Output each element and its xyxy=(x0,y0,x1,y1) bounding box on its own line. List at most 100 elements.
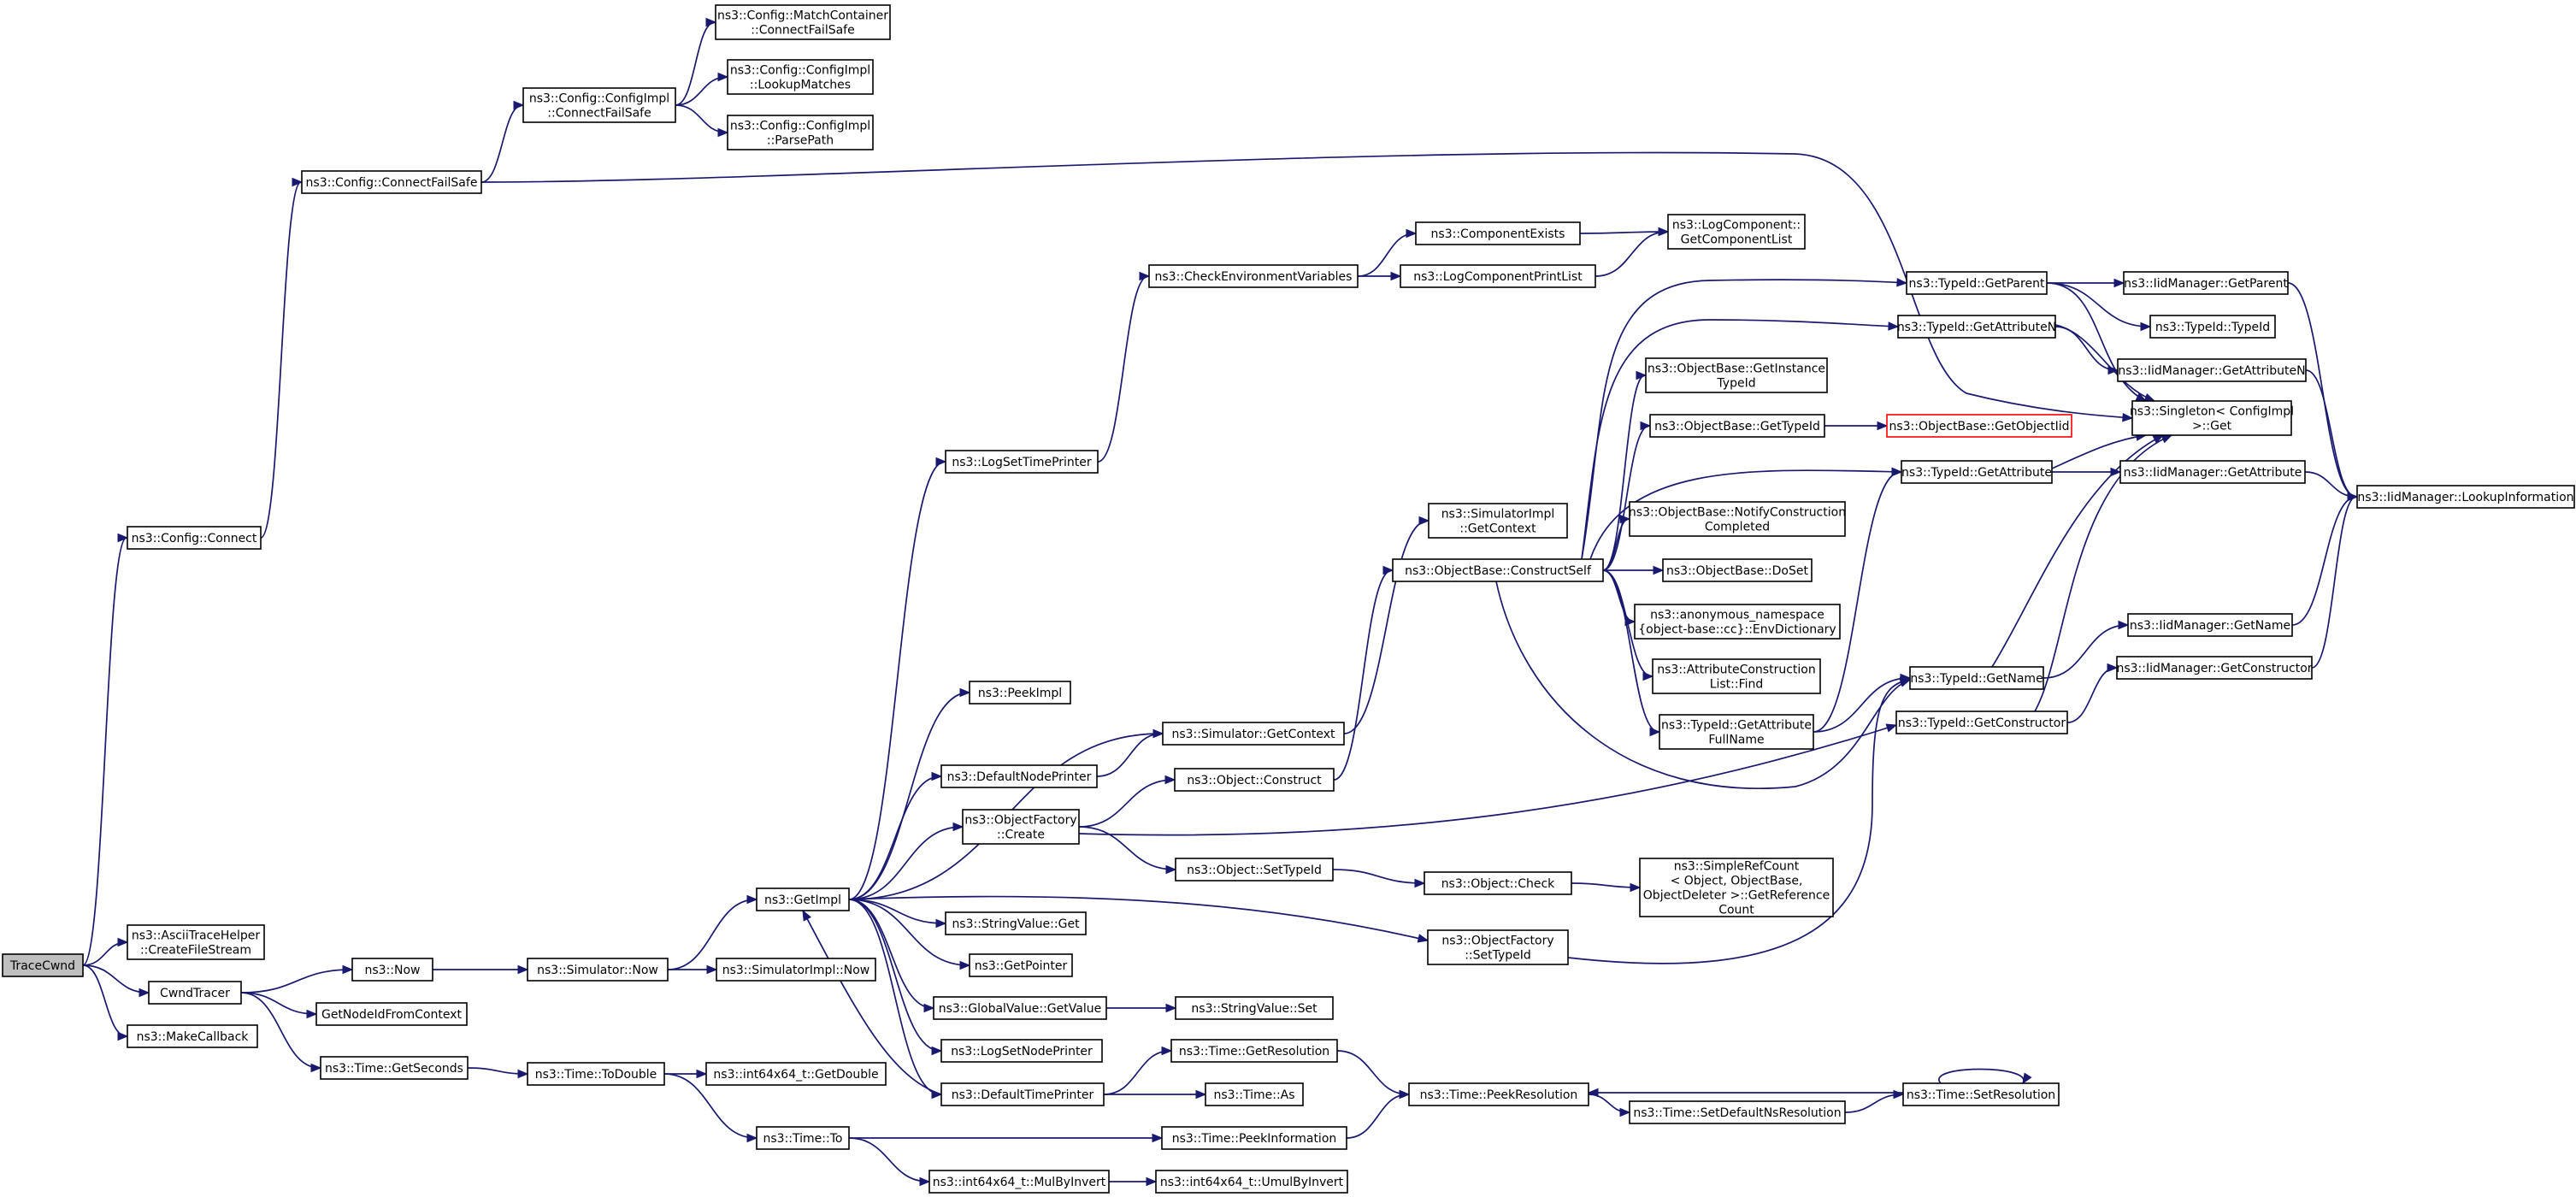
edge-arrowhead xyxy=(513,100,525,110)
node-tracecwnd[interactable]: TraceCwnd xyxy=(2,953,84,977)
node-label: ::SetTypeId xyxy=(1465,949,1531,963)
node-singleton-configimpl-get[interactable]: ns3::Singleton< ConfigImpl>::Get xyxy=(2130,400,2294,436)
node-config-connect[interactable]: ns3::Config::Connect xyxy=(127,526,262,550)
edge-line xyxy=(848,775,941,900)
node-typeid-typeid[interactable]: ns3::TypeId::TypeId xyxy=(2149,315,2276,339)
node-time-todouble[interactable]: ns3::Time::ToDouble xyxy=(527,1062,665,1086)
node-envdictionary[interactable]: ns3::anonymous_namespace{object-base::cc… xyxy=(1634,604,1841,640)
edge-arrowhead xyxy=(1165,864,1177,875)
node-typeid-getattributen[interactable]: ns3::TypeId::GetAttributeN xyxy=(1897,315,2056,339)
node-logsetnodeprinter[interactable]: ns3::LogSetNodePrinter xyxy=(940,1039,1103,1063)
node-time-as[interactable]: ns3::Time::As xyxy=(1205,1082,1304,1106)
node-componentexists[interactable]: ns3::ComponentExists xyxy=(1415,221,1581,245)
node-box xyxy=(1161,1126,1347,1150)
node-configimpl-lookupmatches[interactable]: ns3::Config::ConfigImpl::LookupMatches xyxy=(727,59,874,95)
node-label: ns3::LogSetNodePrinter xyxy=(951,1045,1093,1058)
node-iidmanager-lookupinformation[interactable]: ns3::IidManager::LookupInformation xyxy=(2356,485,2575,509)
node-objectbase-doset[interactable]: ns3::ObjectBase::DoSet xyxy=(1662,558,1813,582)
node-time-peekresolution[interactable]: ns3::Time::PeekResolution xyxy=(1408,1082,1589,1106)
node-int64-umulbyinvert[interactable]: ns3::int64x64_t::UmulByInvert xyxy=(1155,1170,1348,1194)
node-simulator-getcontext[interactable]: ns3::Simulator::GetContext xyxy=(1162,722,1345,746)
edge-arrowhead xyxy=(1414,878,1426,888)
node-time-getresolution[interactable]: ns3::Time::GetResolution xyxy=(1170,1039,1338,1063)
node-label: ::Create xyxy=(997,828,1045,842)
node-simplerefcount-getreferencecount[interactable]: ns3::SimpleRefCount< Object, ObjectBase,… xyxy=(1639,858,1834,917)
node-object-check[interactable]: ns3::Object::Check xyxy=(1424,871,1572,895)
node-iidmanager-getparent[interactable]: ns3::IidManager::GetParent xyxy=(2123,271,2289,295)
node-time-getseconds[interactable]: ns3::Time::GetSeconds xyxy=(320,1056,469,1080)
node-asciitracehelper-createfilestream[interactable]: ns3::AsciiTraceHelper::CreateFileStream xyxy=(127,924,265,960)
node-cwndtracer[interactable]: CwndTracer xyxy=(148,981,242,1005)
node-defaulttimeprinter[interactable]: ns3::DefaultTimePrinter xyxy=(940,1082,1105,1106)
node-object-construct[interactable]: ns3::Object::Construct xyxy=(1174,768,1335,792)
node-objectfactory-create[interactable]: ns3::ObjectFactory::Create xyxy=(962,809,1080,845)
node-objectbase-getobjectiid[interactable]: ns3::ObjectBase::GetObjectIid xyxy=(1886,414,2072,438)
edge-arrowhead xyxy=(1891,467,1903,477)
node-int64-mulbyinvert[interactable]: ns3::int64x64_t::MulByInvert xyxy=(928,1170,1110,1194)
node-label: GetComponentList xyxy=(1681,233,1793,247)
node-peekimpl[interactable]: ns3::PeekImpl xyxy=(969,681,1071,705)
node-simulatorimpl-getcontext[interactable]: ns3::SimulatorImpl::GetContext xyxy=(1428,503,1568,539)
node-typeid-getattribute[interactable]: ns3::TypeId::GetAttribute xyxy=(1901,460,2053,484)
node-matchcontainer-connectfailsafe[interactable]: ns3::Config::MatchContainer::ConnectFail… xyxy=(715,4,891,40)
node-time-setdefaultnsresolution[interactable]: ns3::Time::SetDefaultNsResolution xyxy=(1629,1100,1846,1124)
node-getnodeidfromcontext[interactable]: GetNodeIdFromContext xyxy=(315,1002,468,1026)
node-box xyxy=(127,526,262,550)
node-box xyxy=(945,911,1087,935)
node-checkenvironmentvariables[interactable]: ns3::CheckEnvironmentVariables xyxy=(1148,264,1359,288)
node-time-peekinformation[interactable]: ns3::Time::PeekInformation xyxy=(1161,1126,1347,1150)
node-objectbase-notifyconstructioncompleted[interactable]: ns3::ObjectBase::NotifyConstructionCompl… xyxy=(1629,501,1846,537)
node-label: ns3::IidManager::GetConstructor xyxy=(2116,662,2312,675)
edge-arrowhead xyxy=(1896,278,1908,287)
node-iidmanager-getname[interactable]: ns3::IidManager::GetName xyxy=(2127,613,2293,637)
call-edge-typeid-getparent-to-singleton-configimpl-get xyxy=(2046,282,2148,402)
node-typeid-getconstructor[interactable]: ns3::TypeId::GetConstructor xyxy=(1895,711,2068,734)
edge-arrowhead xyxy=(517,964,529,975)
node-label: ns3::IidManager::GetAttribute xyxy=(2124,466,2302,480)
node-now[interactable]: ns3::Now xyxy=(351,958,433,982)
node-stringvalue-set[interactable]: ns3::StringValue::Set xyxy=(1175,996,1334,1020)
node-stringvalue-get[interactable]: ns3::StringValue::Get xyxy=(945,911,1087,935)
node-makecallback[interactable]: ns3::MakeCallback xyxy=(127,1024,258,1048)
node-simulator-now[interactable]: ns3::Simulator::Now xyxy=(527,958,669,982)
edge-arrowhead xyxy=(1382,565,1394,575)
node-getimpl[interactable]: ns3::GetImpl xyxy=(756,887,850,911)
node-box xyxy=(1895,711,2068,734)
node-getpointer[interactable]: ns3::GetPointer xyxy=(969,953,1073,977)
node-typeid-getname[interactable]: ns3::TypeId::GetName xyxy=(1909,666,2044,690)
node-int64-getdouble[interactable]: ns3::int64x64_t::GetDouble xyxy=(705,1062,887,1086)
node-object-settypeid[interactable]: ns3::Object::SetTypeId xyxy=(1175,858,1334,882)
node-box xyxy=(969,681,1071,705)
node-config-connectfailsafe[interactable]: ns3::Config::ConnectFailSafe xyxy=(301,170,482,194)
edge-arrowhead xyxy=(802,909,812,922)
node-objectbase-constructself[interactable]: ns3::ObjectBase::ConstructSelf xyxy=(1392,558,1604,582)
node-label: TypeId xyxy=(1716,377,1755,391)
node-label: ns3::Config::ConnectFailSafe xyxy=(306,176,478,190)
node-logcomponent-getcomponentlist[interactable]: ns3::LogComponent::GetComponentList xyxy=(1667,214,1806,250)
node-objectbase-gettypeid[interactable]: ns3::ObjectBase::GetTypeId xyxy=(1649,414,1825,438)
call-edge-objectbase-gettypeid-to-objectbase-getobjectiid xyxy=(1824,421,1889,431)
node-objectfactory-settypeid[interactable]: ns3::ObjectFactory::SetTypeId xyxy=(1427,929,1569,965)
node-logcomponentprintlist[interactable]: ns3::LogComponentPrintList xyxy=(1400,264,1596,288)
edge-line xyxy=(848,826,963,900)
node-iidmanager-getattributen[interactable]: ns3::IidManager::GetAttributeN xyxy=(2117,358,2307,382)
node-globalvalue-getvalue[interactable]: ns3::GlobalValue::GetValue xyxy=(933,996,1107,1020)
node-typeid-getparent[interactable]: ns3::TypeId::GetParent xyxy=(1906,271,2048,295)
node-iidmanager-getconstructor[interactable]: ns3::IidManager::GetConstructor xyxy=(2116,656,2313,680)
node-iidmanager-getattribute[interactable]: ns3::IidManager::GetAttribute xyxy=(2119,460,2306,484)
node-simulatorimpl-now[interactable]: ns3::SimulatorImpl::Now xyxy=(716,958,876,982)
edge-arrowhead xyxy=(1653,565,1665,575)
node-logsettimeprinter[interactable]: ns3::LogSetTimePrinter xyxy=(945,450,1099,474)
call-edge-typeid-getname-to-singleton-configimpl-get xyxy=(1991,434,2165,668)
node-defaultnodeprinter[interactable]: ns3::DefaultNodePrinter xyxy=(940,764,1098,788)
call-edge-globalvalue-getvalue-to-stringvalue-set xyxy=(1106,1003,1177,1013)
node-configimpl-connectfailsafe[interactable]: ns3::Config::ConfigImpl::ConnectFailSafe xyxy=(522,87,676,123)
node-label: ns3::Time::SetResolution xyxy=(1907,1088,2055,1102)
node-time-to[interactable]: ns3::Time::To xyxy=(756,1126,850,1150)
node-time-setresolution[interactable]: ns3::Time::SetResolution xyxy=(1902,1082,2060,1106)
node-configimpl-parsepath[interactable]: ns3::Config::ConfigImpl::ParsePath xyxy=(727,115,874,150)
node-label: ns3::Simulator::GetContext xyxy=(1171,728,1335,741)
